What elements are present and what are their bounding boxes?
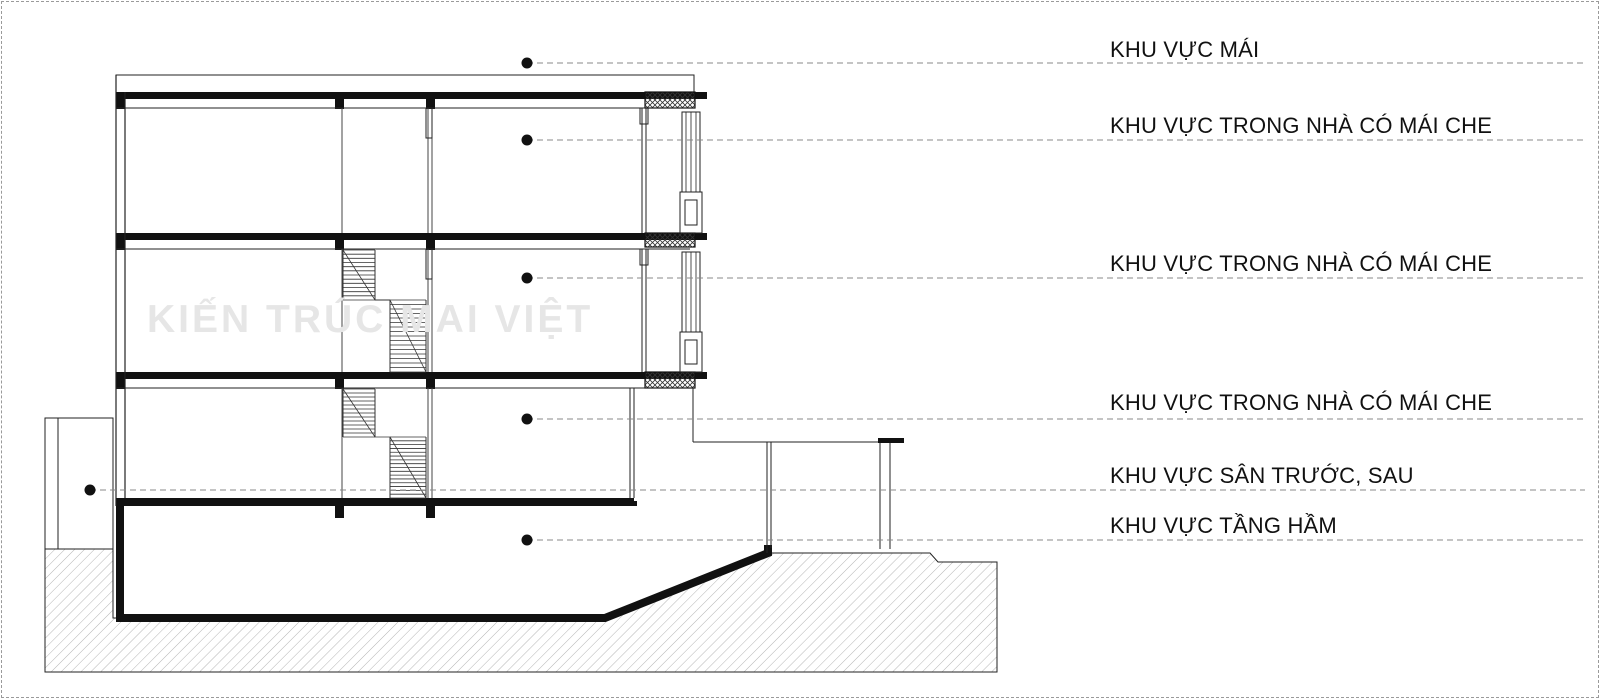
watermark-text: KIẾN TRÚC MAI VIỆT [147,298,594,341]
marker-dot-roof [521,57,533,69]
marker-dot-floor1 [521,413,533,425]
zone-label-floor2: KHU VỰC TRONG NHÀ CÓ MÁI CHE [1110,251,1493,276]
ground-soil [44,548,998,673]
floor-slabs [116,92,707,518]
zone-label-roof: KHU VỰC MÁI [1110,37,1260,62]
zone-label-floor3: KHU VỰC TRONG NHÀ CÓ MÁI CHE [1110,113,1493,138]
front-gate [692,388,904,553]
zone-label-basement: KHU VỰC TẦNG HẦM [1110,513,1337,538]
left-wall [115,75,126,506]
marker-dot-floor2 [521,272,533,284]
boundary-wall [44,417,114,550]
zone-label-floor1: KHU VỰC TRONG NHÀ CÓ MÁI CHE [1110,390,1493,415]
marker-dot-yard [84,484,96,496]
zone-label-yard: KHU VỰC SÂN TRƯỚC, SAU [1110,463,1414,488]
roof-parapet [115,74,695,94]
staircase [342,249,427,499]
interior-walls [341,107,433,498]
marker-dot-floor3 [521,134,533,146]
zone-guides [84,57,1585,546]
basement-wall [116,502,772,622]
marker-dot-basement [521,534,533,546]
front-facade [629,91,703,498]
